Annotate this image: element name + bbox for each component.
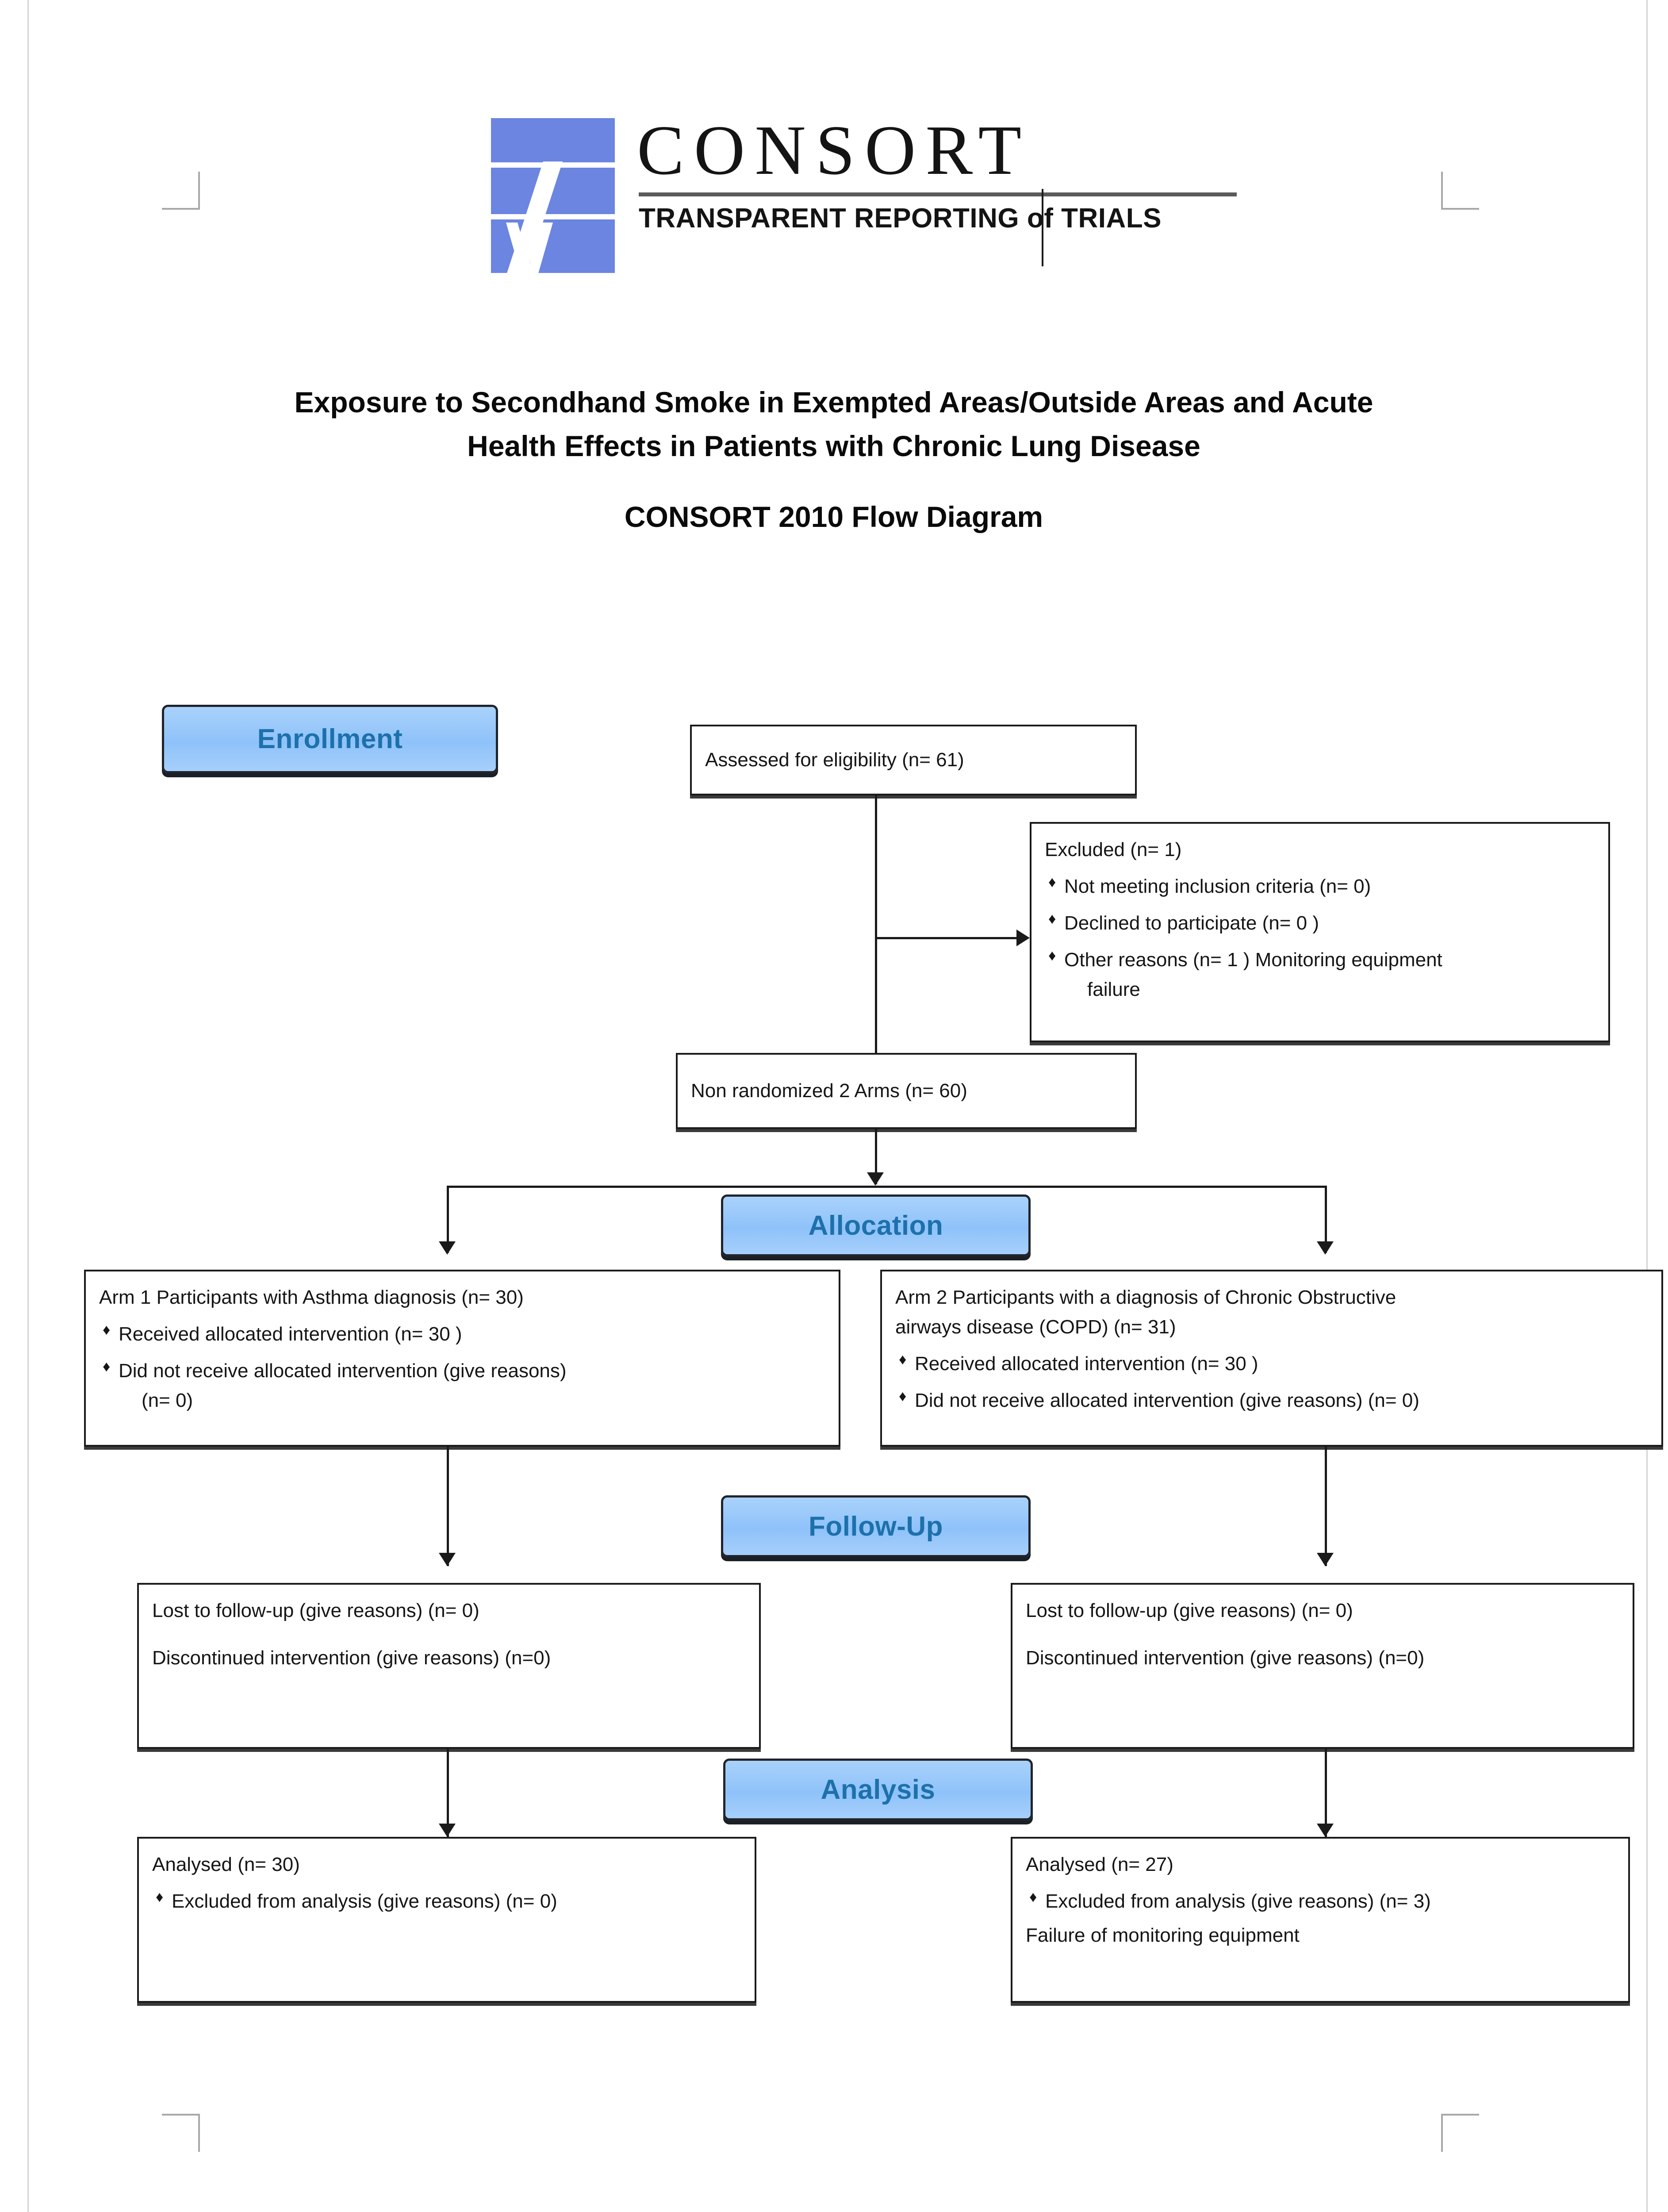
node-excluded: Excluded (n= 1) Not meeting inclusion cr… (1030, 822, 1610, 1042)
assessed-for-eligibility-text: Assessed for eligibility (n= 61) (705, 749, 964, 771)
connector-nonrandomized-down (875, 1129, 877, 1184)
logo-wordmark: CONSORT TRANSPARENT REPORTING of TRIALS (637, 113, 1265, 234)
excluded-reason-text: Not meeting inclusion criteria (n= 0) (1064, 875, 1371, 897)
node-followup-arm1: Lost to follow-up (give reasons) (n= 0) … (137, 1583, 761, 1749)
title-block: Exposure to Secondhand Smoke in Exempted… (111, 380, 1557, 534)
arrowhead-analysis-right (1317, 1824, 1334, 1837)
arm2-received-text: Received allocated intervention (n= 30 ) (915, 1352, 1258, 1375)
crop-mark-top-right (1441, 172, 1479, 210)
excluded-reason-continuation: failure (1087, 978, 1140, 1000)
connector-split-right-down (1325, 1186, 1327, 1253)
study-title-line-1: Exposure to Secondhand Smoke in Exempted… (294, 386, 1373, 419)
arm2-not-received-text: Did not receive allocated intervention (… (915, 1389, 1419, 1411)
node-followup-arm2: Lost to follow-up (give reasons) (n= 0) … (1011, 1583, 1634, 1749)
crop-mark-bottom-right (1441, 2114, 1479, 2152)
stage-analysis-text: Analysis (821, 1774, 936, 1805)
excluded-reason-text: Declined to participate (n= 0 ) (1064, 912, 1319, 934)
arrowhead-arm1-followup (439, 1553, 456, 1566)
stage-allocation-text: Allocation (808, 1210, 943, 1241)
logo-checkmark-icon (501, 223, 567, 276)
study-title-line-2: Health Effects in Patients with Chronic … (467, 430, 1200, 462)
crop-mark-bottom-left (162, 2114, 200, 2152)
excluded-reason-item: Declined to participate (n= 0 ) (1045, 908, 1595, 938)
followup-arm2-discontinued-text: Discontinued intervention (give reasons)… (1026, 1647, 1425, 1669)
stage-enrollment-text: Enrollment (257, 724, 403, 754)
arm1-item: Received allocated intervention (n= 30 ) (99, 1319, 825, 1349)
arm1-item: Did not receive allocated intervention (… (99, 1356, 825, 1416)
node-analysed-arm1: Analysed (n= 30) Excluded from analysis … (137, 1837, 756, 2003)
excluded-reason-list: Not meeting inclusion criteria (n= 0) De… (1045, 871, 1595, 1005)
arm2-item-list: Received allocated intervention (n= 30 )… (895, 1348, 1648, 1416)
arrowhead-split-right (1317, 1241, 1334, 1255)
excluded-heading: Excluded (n= 1) (1045, 839, 1182, 860)
connector-followup2-to-analysis (1325, 1749, 1327, 1837)
stage-label-allocation: Allocation (721, 1194, 1031, 1256)
connector-followup1-to-analysis (447, 1749, 449, 1837)
node-arm1-allocation: Arm 1 Participants with Asthma diagnosis… (84, 1270, 840, 1447)
node-non-randomized: Non randomized 2 Arms (n= 60) (676, 1053, 1137, 1129)
stage-label-enrollment: Enrollment (162, 705, 498, 773)
analysed-arm2-item-list: Excluded from analysis (give reasons) (n… (1026, 1886, 1615, 1916)
node-arm2-allocation: Arm 2 Participants with a diagnosis of C… (880, 1270, 1663, 1447)
followup-arm2-lost-text: Lost to follow-up (give reasons) (n= 0) (1026, 1600, 1353, 1621)
analysed-arm1-excluded-text: Excluded from analysis (give reasons) (n… (172, 1890, 557, 1912)
arrowhead-split-left (439, 1241, 456, 1255)
node-analysed-arm2: Analysed (n= 27) Excluded from analysis … (1011, 1837, 1630, 2003)
analysed-arm1-item-list: Excluded from analysis (give reasons) (n… (152, 1886, 741, 1916)
stage-label-followup: Follow-Up (721, 1495, 1031, 1557)
followup-arm1-discontinued-text: Discontinued intervention (give reasons)… (152, 1647, 551, 1669)
analysed-arm2-heading: Analysed (n= 27) (1026, 1854, 1173, 1875)
arm1-received-text: Received allocated intervention (n= 30 ) (119, 1323, 462, 1345)
arm2-item: Received allocated intervention (n= 30 ) (895, 1348, 1648, 1379)
excluded-reason-item: Not meeting inclusion criteria (n= 0) (1045, 871, 1595, 902)
arrowhead-nonrandomized-down (867, 1172, 884, 1186)
connector-arm2-to-followup (1325, 1447, 1327, 1566)
arm1-not-received-count: (n= 0) (142, 1389, 193, 1411)
connector-arm1-to-followup (447, 1447, 449, 1566)
consort-logo-mark-icon (491, 118, 615, 280)
connector-split-left-down (447, 1186, 449, 1253)
followup-arm1-lost-text: Lost to follow-up (give reasons) (n= 0) (152, 1600, 479, 1621)
arrowhead-analysis-left (439, 1824, 456, 1837)
page-border-left (27, 0, 29, 2212)
diagram-title: CONSORT 2010 Flow Diagram (624, 500, 1043, 533)
logo-bar-top (491, 118, 615, 162)
connector-to-excluded (875, 937, 1017, 939)
arm2-heading-line-1: Arm 2 Participants with a diagnosis of C… (895, 1286, 1396, 1308)
stage-label-analysis: Analysis (723, 1759, 1033, 1820)
consort-logo: CONSORT TRANSPARENT REPORTING of TRIALS (491, 113, 1265, 281)
arrowhead-to-excluded (1016, 929, 1030, 946)
logo-vertical-tick (1042, 189, 1043, 266)
connector-allocation-split-bar (447, 1186, 1327, 1188)
page-border-right (1646, 0, 1648, 2212)
stage-followup-text: Follow-Up (808, 1511, 943, 1542)
logo-divider-rule (639, 192, 1237, 196)
non-randomized-text: Non randomized 2 Arms (n= 60) (691, 1079, 967, 1102)
analysed-arm2-excluded-text: Excluded from analysis (give reasons) (n… (1045, 1890, 1431, 1912)
arm2-item: Did not receive allocated intervention (… (895, 1385, 1648, 1416)
excluded-reason-text: Other reasons (n= 1 ) Monitoring equipme… (1064, 949, 1442, 971)
analysed-arm1-heading: Analysed (n= 30) (152, 1854, 300, 1875)
analysed-arm2-item: Excluded from analysis (give reasons) (n… (1026, 1886, 1615, 1916)
arm2-heading-line-2: airways disease (COPD) (n= 31) (895, 1316, 1176, 1338)
logo-consort-text: CONSORT (637, 111, 1031, 189)
arm1-heading: Arm 1 Participants with Asthma diagnosis… (99, 1286, 524, 1308)
arm1-item-list: Received allocated intervention (n= 30 )… (99, 1319, 825, 1416)
node-assessed-for-eligibility: Assessed for eligibility (n= 61) (690, 725, 1137, 795)
analysed-arm2-note: Failure of monitoring equipment (1026, 1924, 1300, 1946)
logo-tagline-text: TRANSPARENT REPORTING of TRIALS (639, 203, 1162, 234)
excluded-reason-item: Other reasons (n= 1 ) Monitoring equipme… (1045, 945, 1595, 1005)
crop-mark-top-left (162, 172, 200, 210)
analysed-arm1-item: Excluded from analysis (give reasons) (n… (152, 1886, 741, 1916)
arm1-not-received-text: Did not receive allocated intervention (… (119, 1359, 567, 1382)
arrowhead-arm2-followup (1317, 1553, 1334, 1566)
